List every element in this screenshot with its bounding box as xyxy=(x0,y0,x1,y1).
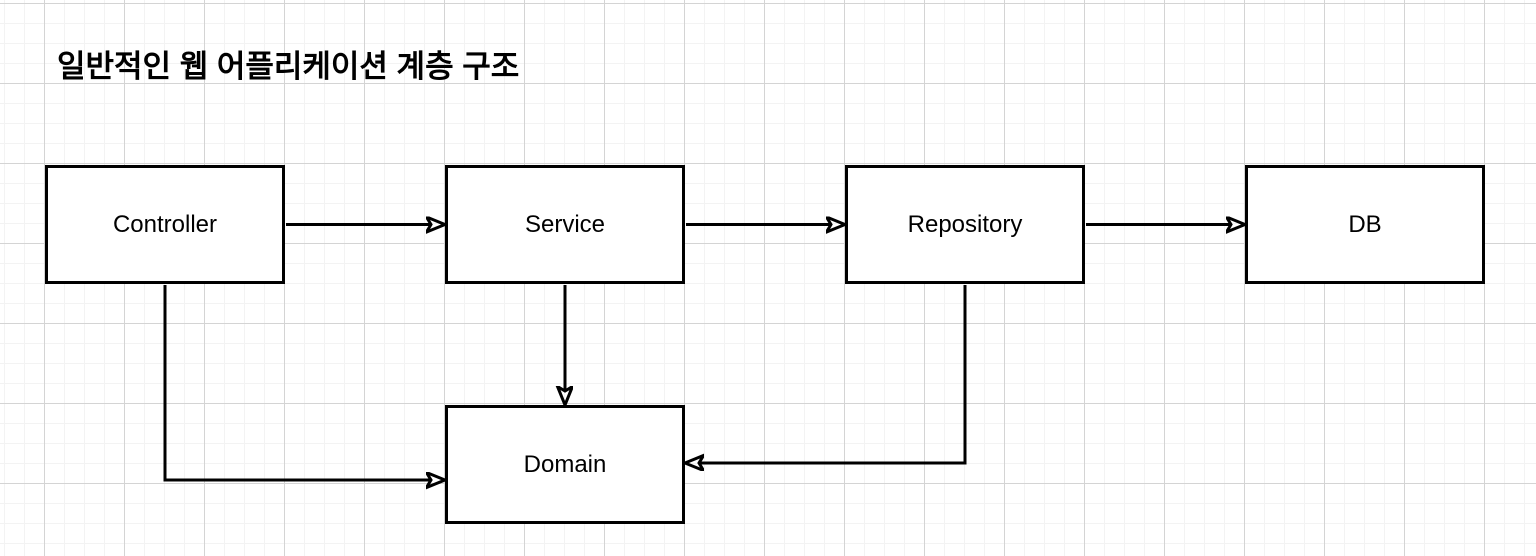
node-service[interactable]: Service xyxy=(445,165,685,284)
edge-controller-to-domain[interactable] xyxy=(163,285,431,480)
node-controller-label: Controller xyxy=(112,210,218,238)
node-db[interactable]: DB xyxy=(1245,165,1485,284)
edge-repository-to-domain[interactable] xyxy=(699,285,967,463)
node-db-label: DB xyxy=(1348,210,1382,238)
node-repository[interactable]: Repository xyxy=(845,165,1085,284)
diagram-title[interactable]: 일반적인 웹 어플리케이션 계층 구조 xyxy=(57,49,520,84)
node-controller[interactable]: Controller xyxy=(45,165,285,284)
node-service-label: Service xyxy=(524,210,606,238)
node-domain[interactable]: Domain xyxy=(445,405,685,524)
node-repository-label: Repository xyxy=(907,210,1023,238)
node-domain-label: Domain xyxy=(523,450,607,478)
